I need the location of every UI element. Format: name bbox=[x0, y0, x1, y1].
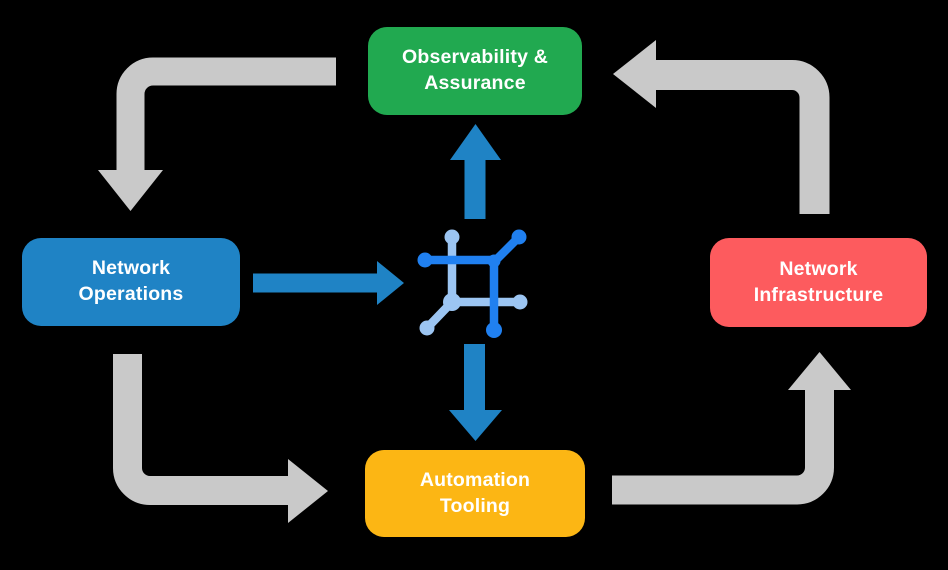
node-label-line: Network bbox=[91, 257, 171, 280]
node-label-line: Observability & bbox=[401, 46, 549, 69]
arrow-operations-to-center bbox=[253, 261, 404, 305]
network-mesh-icon bbox=[412, 224, 536, 344]
node-label-line: Assurance bbox=[424, 72, 526, 94]
node-label-line: Infrastructure bbox=[753, 283, 884, 306]
arrow-observability-to-operations bbox=[98, 57, 336, 211]
arrow-automation-to-infrastructure bbox=[612, 352, 851, 505]
arrow-infrastructure-to-observability bbox=[613, 40, 830, 214]
node-label-line: Network bbox=[779, 257, 858, 280]
arrow-center-to-observability bbox=[450, 124, 501, 219]
node-network-operations: Network Operations bbox=[22, 238, 240, 326]
arrow-operations-to-automation bbox=[113, 354, 328, 523]
node-observability-assurance: Observability & Assurance bbox=[368, 27, 582, 115]
node-label-line: Automation bbox=[419, 468, 531, 491]
node-label-line: Tooling bbox=[439, 494, 511, 517]
node-network-infrastructure: Network Infrastructure bbox=[710, 238, 927, 327]
arrow-center-to-automation bbox=[449, 344, 502, 441]
node-automation-tooling: Automation Tooling bbox=[365, 450, 585, 537]
node-label-line: Operations bbox=[78, 283, 184, 305]
